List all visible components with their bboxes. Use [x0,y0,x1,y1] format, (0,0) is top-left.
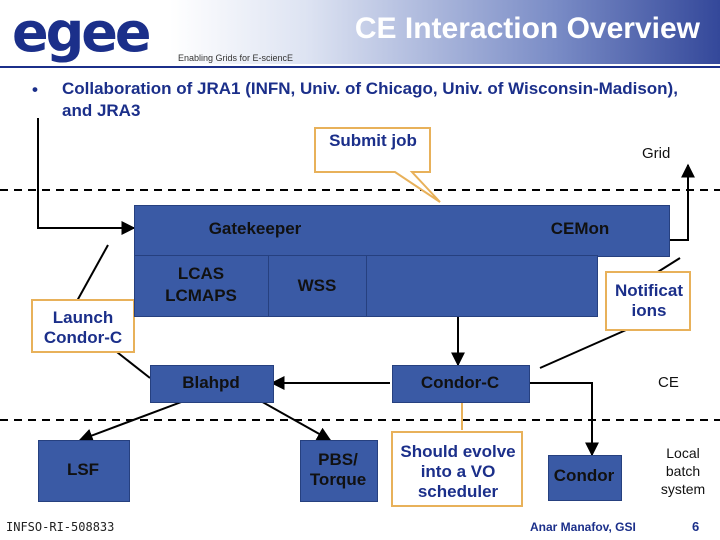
condorc-to-condor-arrow [528,382,599,457]
cemon-to-grid-arrow [668,163,695,241]
author: Anar Manafov, GSI [530,520,636,534]
header-rule [0,66,720,68]
pbs-box [300,440,378,502]
condor-label: Condor [553,466,615,485]
header-gradient-band [170,0,720,64]
cemon-label: CEMon [550,219,610,238]
launch-callout-shape [31,299,135,353]
bullet-text: Collaboration of JRA1 (INFN, Univ. of Ch… [62,79,678,120]
wss-label: WSS [297,276,337,295]
condorc-label: Condor-C [420,373,500,392]
lsf-label: LSF [66,460,100,479]
pbs-label: PBS/ Torque [309,450,367,489]
blahpd-box [150,365,274,403]
logo-tagline: Enabling Grids for E-sciencE [178,53,294,63]
notifications-callout-shape [605,271,691,331]
lsf-box [38,440,130,502]
project-id: INFSO-RI-508833 [6,520,115,534]
gatekeeper-label: Gatekeeper [208,219,302,238]
condor-box [548,455,622,501]
page-title: CE Interaction Overview [354,12,700,45]
wss-box [268,255,368,317]
submit-job-label: Submit job [329,131,417,150]
grid-label: Grid [642,145,671,162]
should-evolve-label: Should evolve into a VO scheduler [400,442,516,501]
submit-job-callout-shape [314,127,441,203]
ce-label: CE [658,374,679,391]
middleware-box [366,255,598,317]
page-number: 6 [692,519,700,534]
egee-logo: egee [12,1,152,64]
condorc-box [392,365,530,403]
notifications-label: Notificat ions [615,281,683,320]
lcas-label: LCAS LCMAPS [165,264,237,305]
bullet-marker: • [32,80,38,99]
gatekeeper-cemon-box [134,205,670,257]
launch-condorc-label: Launch Condor-C [43,308,123,347]
should-evolve-callout-shape [391,431,523,507]
notifications-line [539,329,627,369]
blahpd-label: Blahpd [182,373,240,392]
local-batch-label: Local batch system [660,445,706,497]
submit-job-arrow [37,118,136,235]
